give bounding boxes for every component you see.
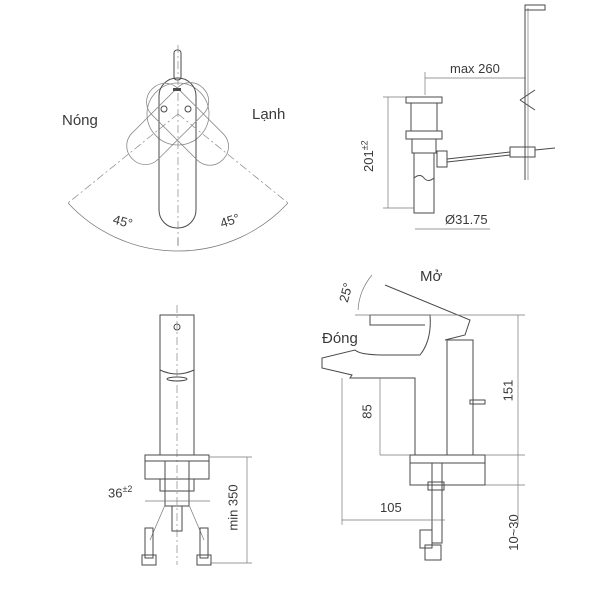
side-view <box>321 274 525 561</box>
counter-thickness: 10~30 <box>505 514 521 551</box>
drain-diameter: Ø31.75 <box>445 212 488 227</box>
label-hot: Nóng <box>62 112 98 129</box>
hole-diameter: 36±2 <box>108 484 133 501</box>
hose-length: min 350 <box>225 484 241 531</box>
total-height: 151 <box>500 379 516 402</box>
drain-max-length: max 260 <box>450 61 500 76</box>
label-open: Mở <box>420 268 443 285</box>
label-cold: Lạnh <box>252 106 286 123</box>
spout-height: 85 <box>359 404 375 419</box>
label-closed: Đóng <box>322 330 358 347</box>
spout-reach: 105 <box>380 500 402 515</box>
drain-view <box>383 4 556 230</box>
drain-height: 201±2 <box>359 140 376 172</box>
front-view <box>141 305 252 566</box>
top-view <box>67 45 289 252</box>
